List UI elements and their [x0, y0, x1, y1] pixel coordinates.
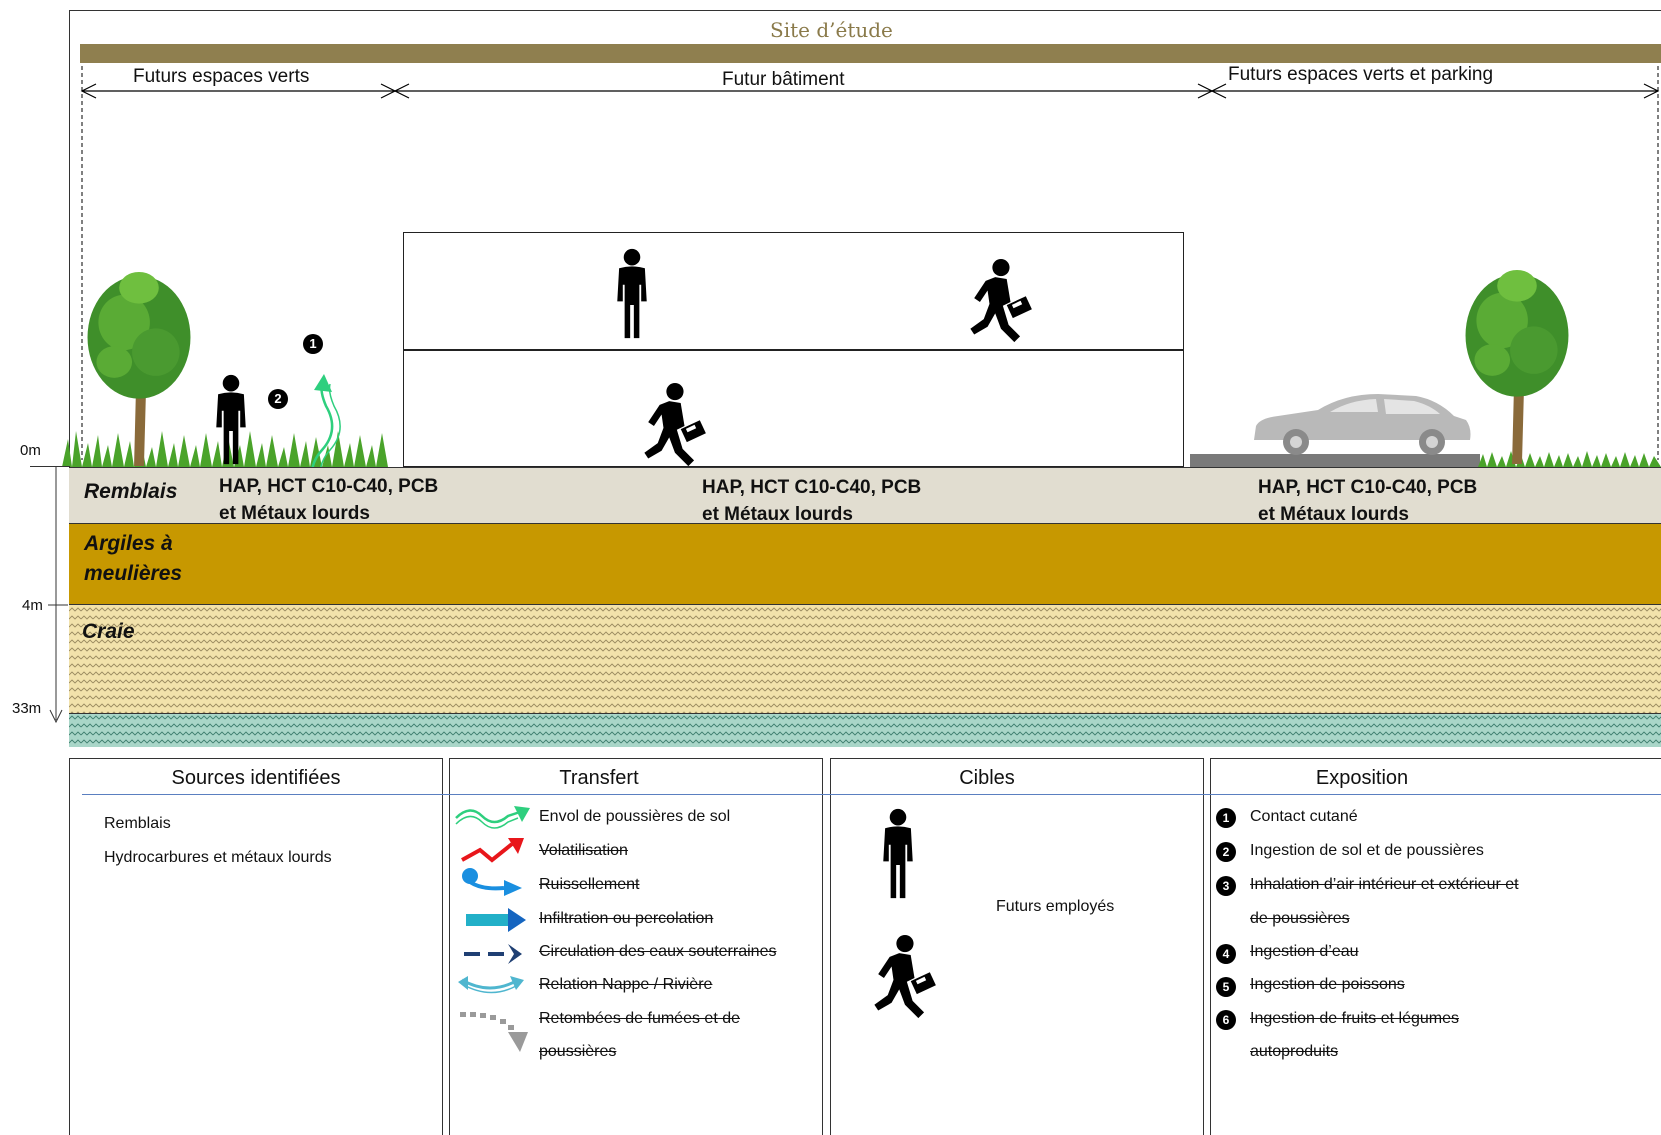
site-title: Site d’étude: [770, 18, 893, 42]
zone-label-left: Futurs espaces verts: [133, 66, 310, 87]
legend-box-exposition: [1210, 758, 1661, 1135]
layer-nappe: [69, 713, 1661, 747]
exposure-badge-2: 2: [268, 389, 288, 409]
layer-label-argiles-1: Argiles à: [84, 532, 173, 555]
exposition-item: autoproduits: [1250, 1043, 1339, 1060]
legend-box-transfert: [449, 758, 823, 1135]
transfert-item: Retombées de fumées et de: [539, 1010, 741, 1027]
zone-dimension-lines: [80, 66, 1660, 460]
transfert-item: Volatilisation: [539, 842, 628, 859]
exposition-item: Ingestion de poissons: [1250, 976, 1405, 993]
pollutants-line1: HAP, HCT C10-C40, PCB: [219, 476, 439, 497]
exposition-item: Ingestion de fruits et légumes: [1250, 1010, 1460, 1027]
pollutants-line2: et Métaux lourds: [1258, 504, 1409, 525]
car-icon: [1254, 394, 1471, 455]
pollutants-left: HAP, HCT C10-C40, PCB et Métaux lourds: [219, 473, 438, 527]
transfert-icons: [455, 806, 530, 1052]
parking-slab: [1190, 454, 1480, 467]
exposure-number-5: 5: [1216, 977, 1236, 997]
grass: [1478, 451, 1661, 467]
pollutants-right: HAP, HCT C10-C40, PCB et Métaux lourds: [1258, 474, 1477, 528]
tree-icon: [1462, 266, 1572, 464]
pollutants-line1: HAP, HCT C10-C40, PCB: [1258, 477, 1478, 498]
legend-title-transfert: Transfert: [559, 767, 639, 789]
walking-employee-icon: [636, 382, 712, 468]
transfert-item: Ruissellement: [539, 876, 640, 893]
pollutants-line1: HAP, HCT C10-C40, PCB: [702, 477, 922, 498]
layer-label-craie: Craie: [82, 620, 135, 643]
layer-label-argiles-2: meulières: [84, 562, 183, 585]
building-floor-line: [403, 349, 1184, 351]
walking-employee-icon: [866, 934, 942, 1020]
person-icon: [878, 808, 918, 900]
layer-argiles: [69, 524, 1661, 605]
legend-box-sources: [69, 758, 443, 1135]
depth-0m: 0m: [20, 442, 41, 459]
pollutants-line2: et Métaux lourds: [219, 503, 370, 524]
zone-label-center: Futur bâtiment: [722, 69, 845, 90]
tree-icon: [84, 268, 194, 466]
walking-employee-icon: [962, 258, 1038, 344]
exposition-item: de poussières: [1250, 910, 1350, 927]
layer-label-remblais: Remblais: [84, 480, 178, 503]
legend-title-exposition: Exposition: [1315, 767, 1409, 789]
layer-craie: [69, 605, 1661, 713]
source-item: Remblais: [104, 815, 171, 832]
exposure-number-6: 6: [1216, 1010, 1236, 1030]
transfert-item: Relation Nappe / Rivière: [539, 976, 713, 993]
transfert-item: Circulation des eaux souterraines: [539, 943, 777, 960]
person-icon: [211, 374, 251, 466]
legend-header-line: [82, 794, 1661, 795]
depth-33m: 33m: [12, 700, 42, 717]
exposition-item: Ingestion d’eau: [1250, 943, 1359, 960]
exposition-item: Ingestion de sol et de poussières: [1250, 842, 1484, 859]
site-title-bar: [80, 44, 1661, 63]
target-label: Futurs employés: [996, 898, 1115, 915]
exposure-number-2: 2: [1216, 842, 1236, 862]
depth-axis: [48, 466, 68, 724]
exposure-number-4: 4: [1216, 944, 1236, 964]
exposition-item: Inhalation d’air intérieur et extérieur …: [1250, 876, 1519, 893]
ground-line: [30, 466, 70, 467]
legend-title-cibles: Cibles: [959, 767, 1015, 789]
source-item: Hydrocarbures et métaux lourds: [104, 849, 332, 866]
legend-title-sources: Sources identifiées: [171, 767, 341, 789]
transfert-item: Infiltration ou percolation: [539, 910, 714, 927]
zone-label-right: Futurs espaces verts et parking: [1228, 64, 1494, 85]
person-icon: [612, 248, 652, 340]
legend-box-cibles: [830, 758, 1204, 1135]
exposition-item: Contact cutané: [1250, 808, 1358, 825]
exposure-badge-1: 1: [303, 334, 323, 354]
transfert-item: Envol de poussières de sol: [539, 808, 731, 825]
pollutants-center: HAP, HCT C10-C40, PCB et Métaux lourds: [702, 474, 921, 528]
depth-4m: 4m: [22, 597, 43, 614]
transfert-item: poussières: [539, 1043, 617, 1060]
exposure-number-1: 1: [1216, 808, 1236, 828]
layer-remblais: [69, 467, 1661, 524]
pollutants-line2: et Métaux lourds: [702, 504, 853, 525]
exposure-number-3: 3: [1216, 876, 1236, 896]
